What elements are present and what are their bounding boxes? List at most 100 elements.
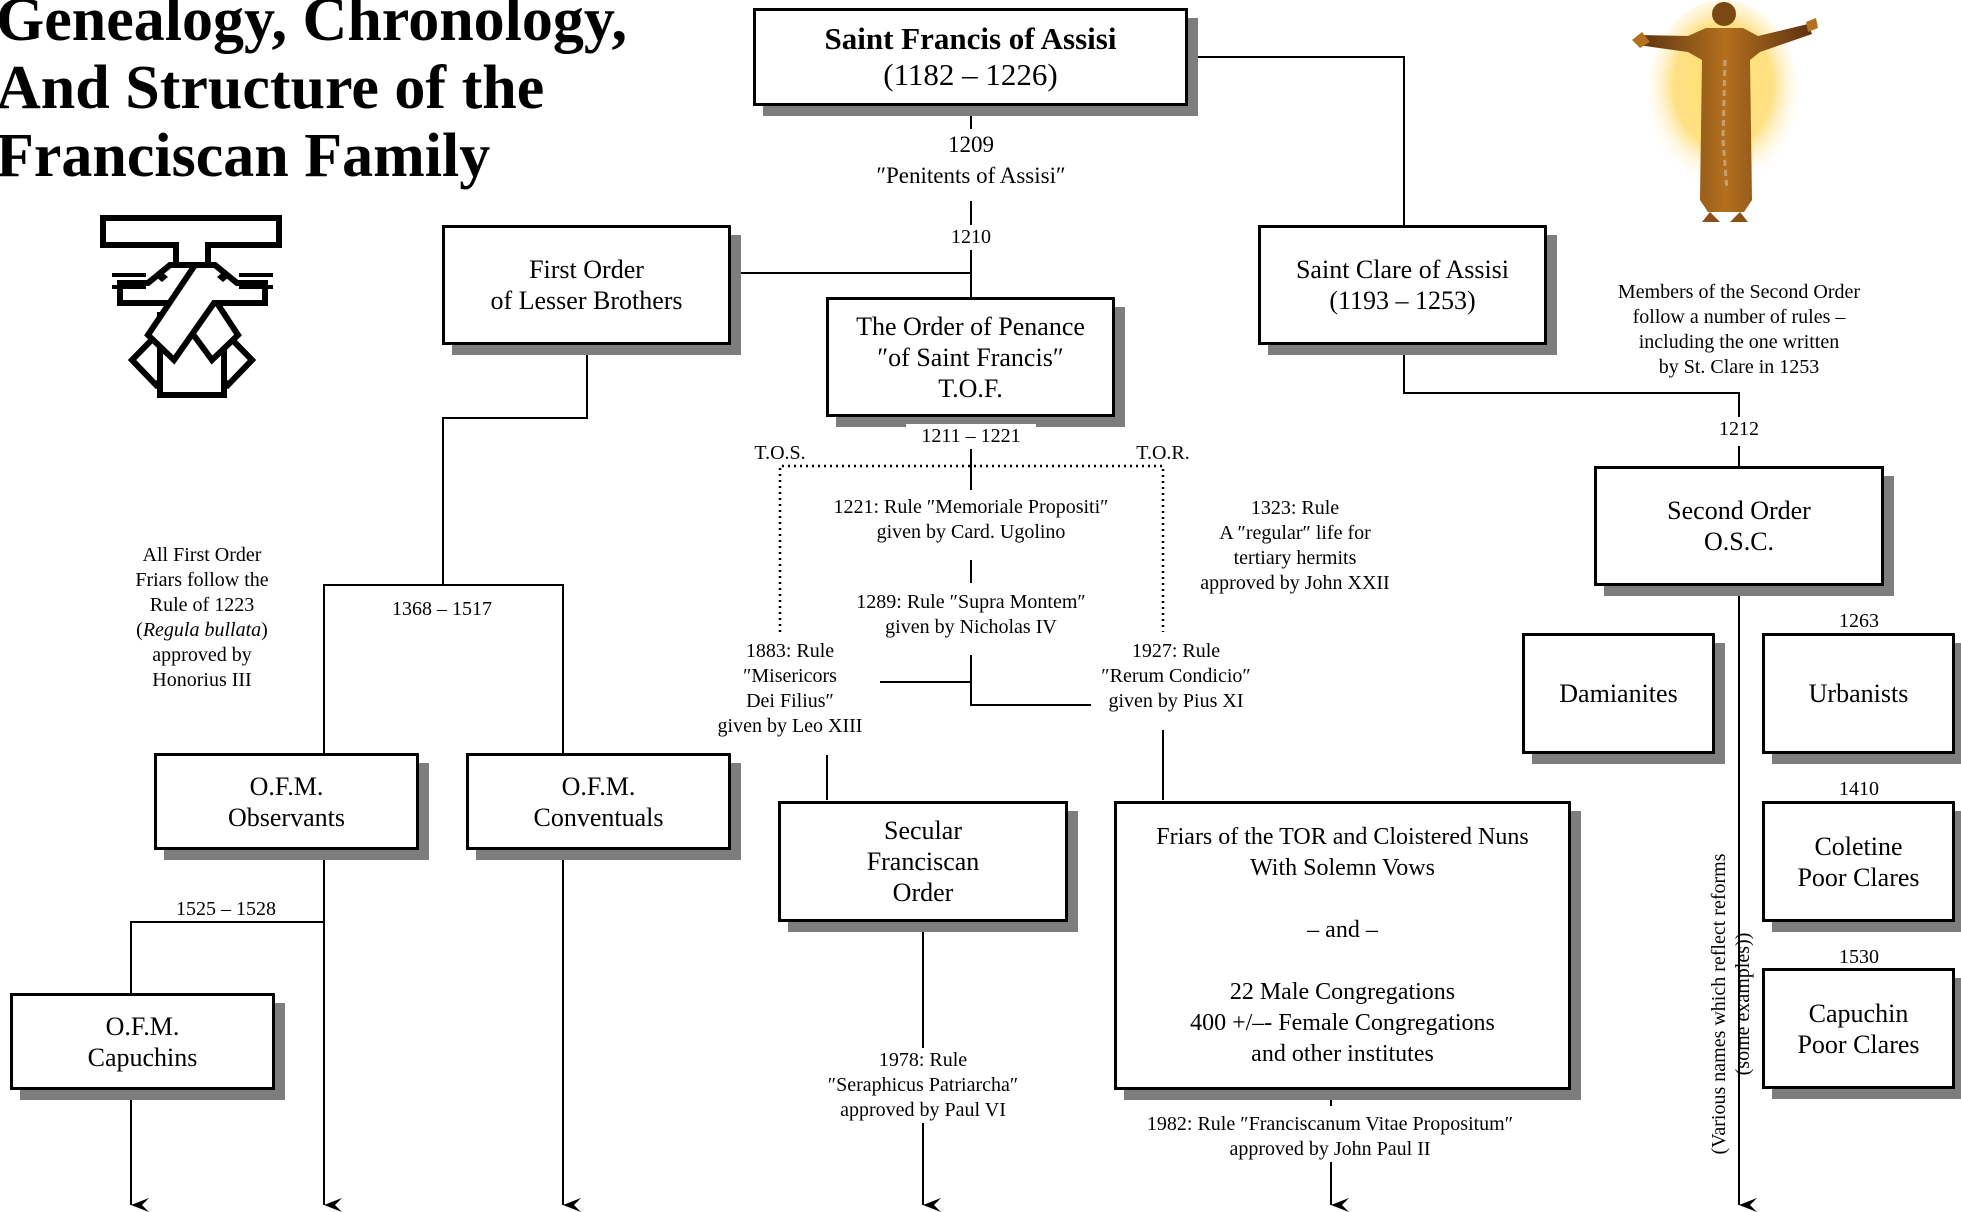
label-rule-1221: 1221: Rule ″Memoriale Propositi″ given b… — [811, 495, 1131, 545]
node-first-order: First Order of Lesser Brothers — [442, 225, 731, 345]
node-line: T.O.F. — [938, 373, 1003, 403]
node-line: O.S.C. — [1703, 527, 1775, 556]
label-line: 1978: Rule — [878, 1049, 968, 1071]
node-line: Damianites — [1559, 679, 1678, 708]
node-line: Urbanists — [1808, 679, 1909, 708]
label-tor: T.O.R. — [1136, 442, 1190, 464]
label-line: including the one written — [1638, 331, 1840, 353]
label-line: approved by Paul VI — [840, 1099, 1006, 1121]
label-1410: 1410 — [1839, 778, 1879, 800]
node-name: Saint Francis of Assisi — [824, 21, 1117, 56]
node-order-of-penance: The Order of Penance ″of Saint Francis″ … — [826, 297, 1115, 417]
label-line: approved by — [152, 644, 252, 666]
node-urbanists: Urbanists — [1762, 633, 1955, 754]
title-line: And Structure of the — [0, 54, 545, 122]
node-line: O.F.M. — [561, 771, 636, 801]
label-rule-1883: 1883: Rule ″Misericors Dei Filius″ given… — [700, 639, 880, 739]
label-1209-penitents: 1209 ″Penitents of Assisi″ — [821, 129, 1121, 191]
label-line: 1927: Rule — [1131, 640, 1221, 662]
label-line: given by Pius XI — [1108, 690, 1244, 712]
node-line: Saint Clare of Assisi — [1295, 255, 1510, 284]
label-reforms-rotated: (Various names which reflect reforms (so… — [1707, 844, 1755, 1164]
label-line: ″Rerum Condicio″ — [1101, 665, 1251, 687]
label-rule-1978: 1978: Rule ″Seraphicus Patriarcha″ appro… — [788, 1048, 1058, 1123]
node-line: Franciscan — [866, 847, 980, 876]
label-line: Dei Filius″ — [746, 690, 834, 712]
label-1210: 1210 — [941, 225, 1001, 250]
label-line: Honorius III — [152, 669, 252, 691]
node-line: (1193 – 1253) — [1329, 286, 1476, 315]
node-line: Second Order — [1667, 496, 1811, 525]
label-first-order-rule: All First Order Friars follow the Rule o… — [112, 543, 292, 693]
node-ofm-conventuals: O.F.M. Conventuals — [466, 753, 731, 850]
label-line: (Various names which reflect reforms — [1708, 853, 1730, 1155]
connector — [1188, 56, 1405, 228]
node-line: Capuchins — [87, 1042, 198, 1072]
node-friars-of-the-tor: Friars of the TOR and Cloistered Nuns Wi… — [1114, 801, 1571, 1090]
diagram-title: Genealogy, Chronology, And Structure of … — [0, 0, 636, 190]
label-line: Friars follow the — [135, 569, 269, 591]
title-line: Genealogy, Chronology, — [0, 0, 627, 54]
node-line: Secular — [884, 816, 962, 845]
label-line: 1323: Rule — [1250, 497, 1340, 519]
label-line: by St. Clare in 1253 — [1658, 356, 1820, 378]
node-line: of Lesser Brothers — [490, 286, 683, 315]
saint-francis-figure-icon — [1632, 0, 1818, 222]
node-line: ″of Saint Francis″ — [877, 342, 1064, 372]
connector — [443, 584, 564, 755]
node-damianites: Damianites — [1522, 633, 1715, 754]
label-line: (Regula bullata) — [112, 618, 292, 643]
node-line: – and – — [1307, 916, 1378, 943]
label-line: 1221: Rule ″Memoriale Propositi″ — [833, 496, 1109, 518]
label-1211-1221: 1211 – 1221 — [906, 424, 1036, 449]
node-ofm-capuchins: O.F.M. Capuchins — [10, 993, 275, 1090]
node-line: Conventuals — [533, 802, 664, 832]
tos-tor-dotted-border — [778, 464, 1165, 632]
label-line: 1982: Rule ″Franciscanum Vitae Propositu… — [1146, 1113, 1514, 1135]
label-1525-1528: 1525 – 1528 — [176, 898, 276, 920]
node-coletine-poor-clares: Coletine Poor Clares — [1762, 801, 1955, 922]
label-line: (some examples)) — [1732, 932, 1754, 1076]
franciscan-tau-cross-icon — [100, 215, 282, 398]
connector — [970, 655, 1092, 706]
node-line: 22 Male Congregations — [1229, 978, 1456, 1005]
label-line: All First Order — [142, 544, 262, 566]
node-line: Order — [892, 878, 954, 907]
label-1530: 1530 — [1839, 946, 1879, 968]
label-line: ″Penitents of Assisi″ — [876, 163, 1066, 188]
label-second-order-rules: Members of the Second Order follow a num… — [1599, 280, 1879, 380]
label-line: A ″regular″ life for — [1219, 522, 1371, 544]
label-line: approved by John XXII — [1200, 572, 1390, 594]
label-1212: 1212 — [1709, 417, 1769, 442]
node-line: Coletine — [1814, 831, 1903, 861]
label-line: given by Nicholas IV — [885, 616, 1057, 638]
label-rule-1927: 1927: Rule ″Rerum Condicio″ given by Piu… — [1091, 639, 1261, 714]
node-line: Poor Clares — [1797, 1029, 1920, 1059]
label-line: 1209 — [948, 132, 994, 157]
node-saint-clare: Saint Clare of Assisi (1193 – 1253) — [1258, 225, 1547, 345]
label-rule-1982: 1982: Rule ″Franciscanum Vitae Propositu… — [1120, 1112, 1540, 1162]
label-line: follow a number of rules – — [1632, 306, 1846, 328]
label-line: approved by John Paul II — [1229, 1138, 1431, 1160]
title-line: Franciscan Family — [0, 122, 491, 190]
label-paren: ( — [136, 619, 143, 641]
label-italic: Regula bullata — [142, 619, 262, 641]
label-line: 1289: Rule ″Supra Montem″ — [856, 591, 1086, 613]
connector — [130, 921, 324, 995]
node-line: O.F.M. — [105, 1011, 180, 1041]
node-line: First Order — [529, 255, 644, 284]
node-line: Friars of the TOR and Cloistered Nuns — [1156, 823, 1529, 850]
node-line: and other institutes — [1251, 1040, 1434, 1067]
node-capuchin-poor-clares: Capuchin Poor Clares — [1762, 968, 1955, 1089]
connector — [1403, 345, 1740, 417]
node-secular-franciscan-order: Secular Franciscan Order — [778, 801, 1068, 922]
node-line: Poor Clares — [1797, 862, 1920, 892]
label-line: ″Seraphicus Patriarcha″ — [827, 1074, 1019, 1096]
node-line: O.F.M. — [249, 771, 324, 801]
label-line: 1883: Rule — [745, 640, 835, 662]
label-line: given by Leo XIII — [717, 715, 863, 737]
label-line: ″Misericors — [743, 665, 837, 687]
label-1368-1517: 1368 – 1517 — [392, 598, 492, 620]
label-line: given by Card. Ugolino — [876, 521, 1066, 543]
